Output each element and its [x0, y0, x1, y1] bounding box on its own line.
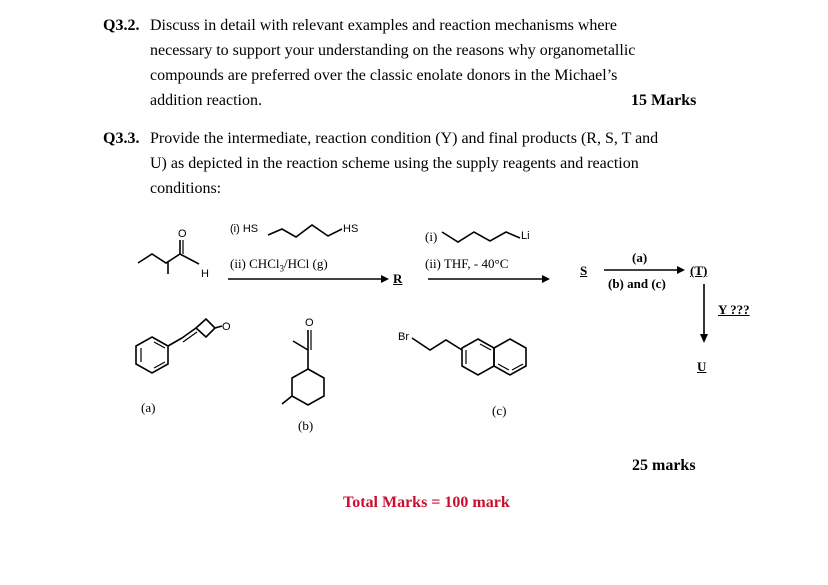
reagent-b-structure: [281, 330, 325, 406]
step1-reagent-ii-main: (ii) CHCl: [230, 256, 280, 271]
total-marks: Total Marks = 100 mark: [343, 494, 510, 511]
q32-marks: 15 Marks: [631, 92, 697, 109]
q32-line-2: necessary to support your understanding …: [150, 42, 636, 59]
q32-number: Q3.2.: [103, 17, 140, 34]
product-R-label: R: [393, 271, 403, 286]
reagent-c-bromine-label: Br: [398, 331, 409, 343]
step1-reagent-ii-sub: 3: [279, 263, 284, 274]
q32-line-1: Discuss in detail with relevant examples…: [150, 17, 617, 34]
reagent-a-structure: [135, 317, 223, 374]
reagent-b-oxygen-label: O: [305, 317, 314, 329]
q32-line-3: compounds are preferred over the classic…: [150, 67, 618, 84]
step3-reagent-a: (a): [632, 250, 648, 265]
starting-aldehyde-structure: [137, 240, 200, 274]
step2-reagent-i: (i): [425, 229, 438, 244]
q33-number: Q3.3.: [103, 130, 140, 147]
step1-reagent-i-prefix: (i) HS: [230, 223, 259, 235]
product-T-label: (T): [690, 263, 708, 278]
step3-reagent-bc: (b) and (c): [608, 276, 666, 291]
reagent-b-label: (b): [298, 418, 314, 433]
butyllithium-chain: [441, 231, 521, 243]
step2-reagent-ii: (ii) THF, - 40°C: [425, 256, 509, 271]
reagent-a-oxygen-label: O: [222, 321, 231, 333]
q33-marks: 25 marks: [632, 457, 696, 474]
aldehyde-hydrogen-label: H: [201, 268, 209, 280]
step1-reagent-i-suffix: HS: [343, 223, 359, 235]
dithiol-chain: [267, 224, 343, 238]
q33-line-2: U) as depicted in the reaction scheme us…: [150, 155, 639, 172]
reagent-a-label: (a): [141, 400, 156, 415]
condition-Y-label: Y ???: [718, 302, 750, 317]
product-U-label: U: [697, 359, 707, 374]
step2-li-label: Li: [521, 230, 530, 242]
step1-reagent-ii: (ii) CHCl3/HCl (g): [230, 256, 328, 277]
reagent-c-label: (c): [492, 403, 507, 418]
product-S-label: S: [580, 263, 588, 278]
step1-reagent-ii-end: /HCl (g): [283, 256, 328, 271]
q32-line-4: addition reaction.: [150, 92, 262, 109]
q33-line-3: conditions:: [150, 180, 222, 197]
reagent-c-structure: [411, 337, 527, 376]
aldehyde-oxygen-label: O: [178, 228, 187, 240]
q33-line-1: Provide the intermediate, reaction condi…: [150, 130, 659, 147]
